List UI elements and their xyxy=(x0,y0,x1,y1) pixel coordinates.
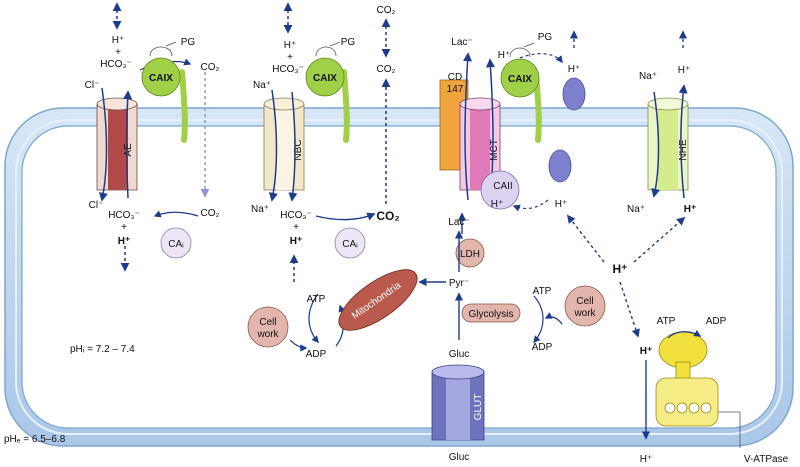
caii-label: CAII xyxy=(493,181,512,192)
hplus-hub-arrows xyxy=(566,214,686,338)
atp-vatpase: ATP xyxy=(657,316,676,327)
ae-transporter: AE xyxy=(96,97,138,191)
ae-hplus-in: H⁺ xyxy=(118,236,131,247)
ae-plus-out: + xyxy=(115,47,121,58)
ldh-enzyme: LDH xyxy=(455,238,485,268)
caii-hplus: H⁺ xyxy=(491,199,504,210)
cell-work-2: Cell work xyxy=(564,285,606,327)
ae-hco3-in: HCO₃⁻ xyxy=(108,210,140,221)
ldh-label: LDH xyxy=(460,249,480,260)
ph-intracellular: pHᵢ = 7.2 – 7.4 xyxy=(70,344,135,355)
nbc-plus-out: + xyxy=(287,52,293,63)
gluc-out: Gluc xyxy=(449,452,470,463)
ae-cl-in: Cl⁻ xyxy=(89,200,104,211)
mct-hplus-out: H⁺ xyxy=(498,50,511,61)
co2-top: CO₂ xyxy=(377,5,396,16)
nbc-flux-arrows xyxy=(268,2,376,282)
ae-co2-in: CO₂ xyxy=(201,208,220,219)
caix-label-2: CAIX xyxy=(313,73,337,84)
cell-work-1: Cell work xyxy=(247,306,289,348)
atp-glyc: ATP xyxy=(533,286,552,297)
nbc-hco3-in: HCO₃⁻ xyxy=(280,210,312,221)
nbc-na-in: Na⁺ xyxy=(251,204,269,215)
v-atpase-arrows xyxy=(641,329,702,440)
mct-hplus-out-2: H⁺ xyxy=(568,64,581,75)
cell-work-2-line2: work xyxy=(573,308,596,319)
pg-label-3: PG xyxy=(538,32,553,43)
cell-work-1-line2: work xyxy=(256,329,279,340)
nbc-hplus-out: H⁺ xyxy=(284,40,297,51)
lac-in: Lac⁻ xyxy=(448,217,469,228)
ae-plus-in: + xyxy=(121,222,127,233)
nbc-label: NBC xyxy=(293,139,304,160)
caix-enzyme-2: CAIX xyxy=(305,41,350,143)
gluc-in: Gluc xyxy=(449,349,470,360)
ae-label: AE xyxy=(123,143,134,157)
glycolysis-enzyme: Glycolysis xyxy=(461,303,521,323)
ae-cl-out: Cl⁻ xyxy=(85,80,100,91)
mct-label: MCT xyxy=(489,139,500,161)
nhe-label: NHE xyxy=(678,139,689,160)
cai-label-2: CAᵢ xyxy=(342,239,358,250)
caix-enzyme-3: CAIX xyxy=(500,42,542,143)
pg-label-1: PG xyxy=(181,37,196,48)
nbc-na-out: Na⁺ xyxy=(253,80,271,91)
hplus-vatpase-out: H⁺ xyxy=(640,454,653,465)
nhe-hplus-out: H⁺ xyxy=(678,65,691,76)
cell-work-2-line1: Cell xyxy=(576,296,593,307)
nhe-na-in: Na⁺ xyxy=(627,204,645,215)
nhe-hplus-in: H⁺ xyxy=(684,204,697,215)
caix-label-3: CAIX xyxy=(508,74,532,85)
ph-extracellular: pHₑ = 6.5–6.8 xyxy=(4,434,66,445)
nbc-transporter: NBC xyxy=(263,97,305,191)
v-atpase-label: V-ATPase xyxy=(744,454,789,465)
caix-label-1: CAIX xyxy=(149,73,173,84)
mct-lac-out: Lac⁻ xyxy=(451,37,472,48)
glut-label: GLUT xyxy=(473,394,484,421)
cai-label-1: CAᵢ xyxy=(168,239,184,250)
adp-glyc: ADP xyxy=(532,342,553,353)
pyr-label: Pyr⁻ xyxy=(449,278,469,289)
cell-work-1-line1: Cell xyxy=(259,317,276,328)
hplus-vatpase-in: H⁺ xyxy=(640,346,653,357)
nbc-hco3-out: HCO₃⁻ xyxy=(272,64,304,75)
adp-mito: ADP xyxy=(306,349,327,360)
adp-vatpase: ADP xyxy=(706,316,727,327)
cd147-label-2: 147 xyxy=(447,84,464,95)
co2-in-bold: CO₂ xyxy=(376,209,399,223)
hplus-hub: H⁺ xyxy=(613,262,628,276)
nhe-flux-arrows xyxy=(651,84,688,199)
ae-co2-out: CO₂ xyxy=(201,62,220,73)
proton-channel xyxy=(548,77,586,183)
nbc-hplus-in: H⁺ xyxy=(290,236,303,247)
cai-enzyme-1: CAᵢ xyxy=(160,227,192,259)
ae-hplus-out: H⁺ xyxy=(112,35,125,46)
pg-label-2: PG xyxy=(341,37,356,48)
cai-enzyme-2: CAᵢ xyxy=(334,227,366,259)
co2-out: CO₂ xyxy=(377,64,396,75)
caii-enzyme: CAII H⁺ xyxy=(480,170,520,210)
glut-transporter: GLUT xyxy=(431,364,485,441)
v-atpase xyxy=(655,331,741,448)
ae-hco3-out: HCO₃⁻ xyxy=(100,59,132,70)
glycolysis-label: Glycolysis xyxy=(468,309,513,320)
hplus-channel-in: H⁺ xyxy=(555,199,568,210)
atp-mito: ATP xyxy=(307,294,326,305)
caix-enzyme-1: CAIX xyxy=(141,41,188,143)
nbc-plus-in: + xyxy=(293,222,299,233)
cd147-label-1: CD xyxy=(448,72,462,83)
nhe-na-out: Na⁺ xyxy=(639,71,657,82)
